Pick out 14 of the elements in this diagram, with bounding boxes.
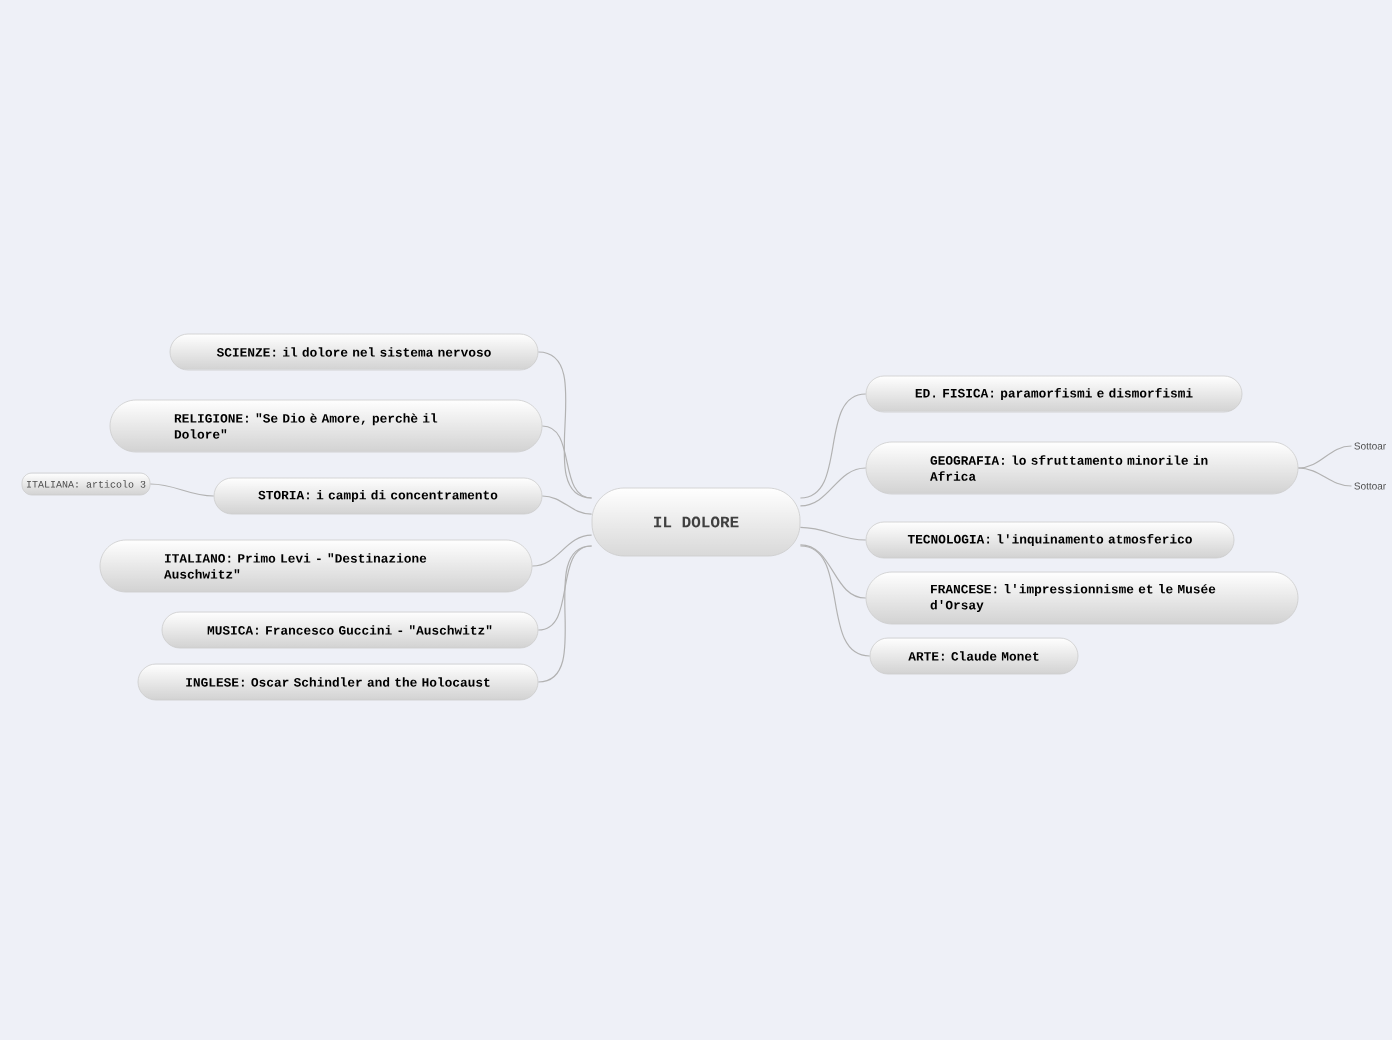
connector-line	[537, 545, 593, 631]
central-topic-box: IL DOLORE	[591, 487, 801, 557]
connector-line	[541, 425, 593, 499]
connector-line	[541, 495, 593, 515]
connector-line	[799, 545, 871, 657]
connector-line	[531, 534, 593, 567]
connector-line	[537, 545, 593, 683]
connector-line	[799, 544, 867, 599]
connector-line	[799, 526, 867, 541]
connector-line	[149, 483, 215, 497]
connector-line	[799, 467, 867, 507]
connector-line	[1297, 467, 1353, 487]
connector-line	[799, 393, 867, 499]
connector-line	[1297, 445, 1353, 469]
